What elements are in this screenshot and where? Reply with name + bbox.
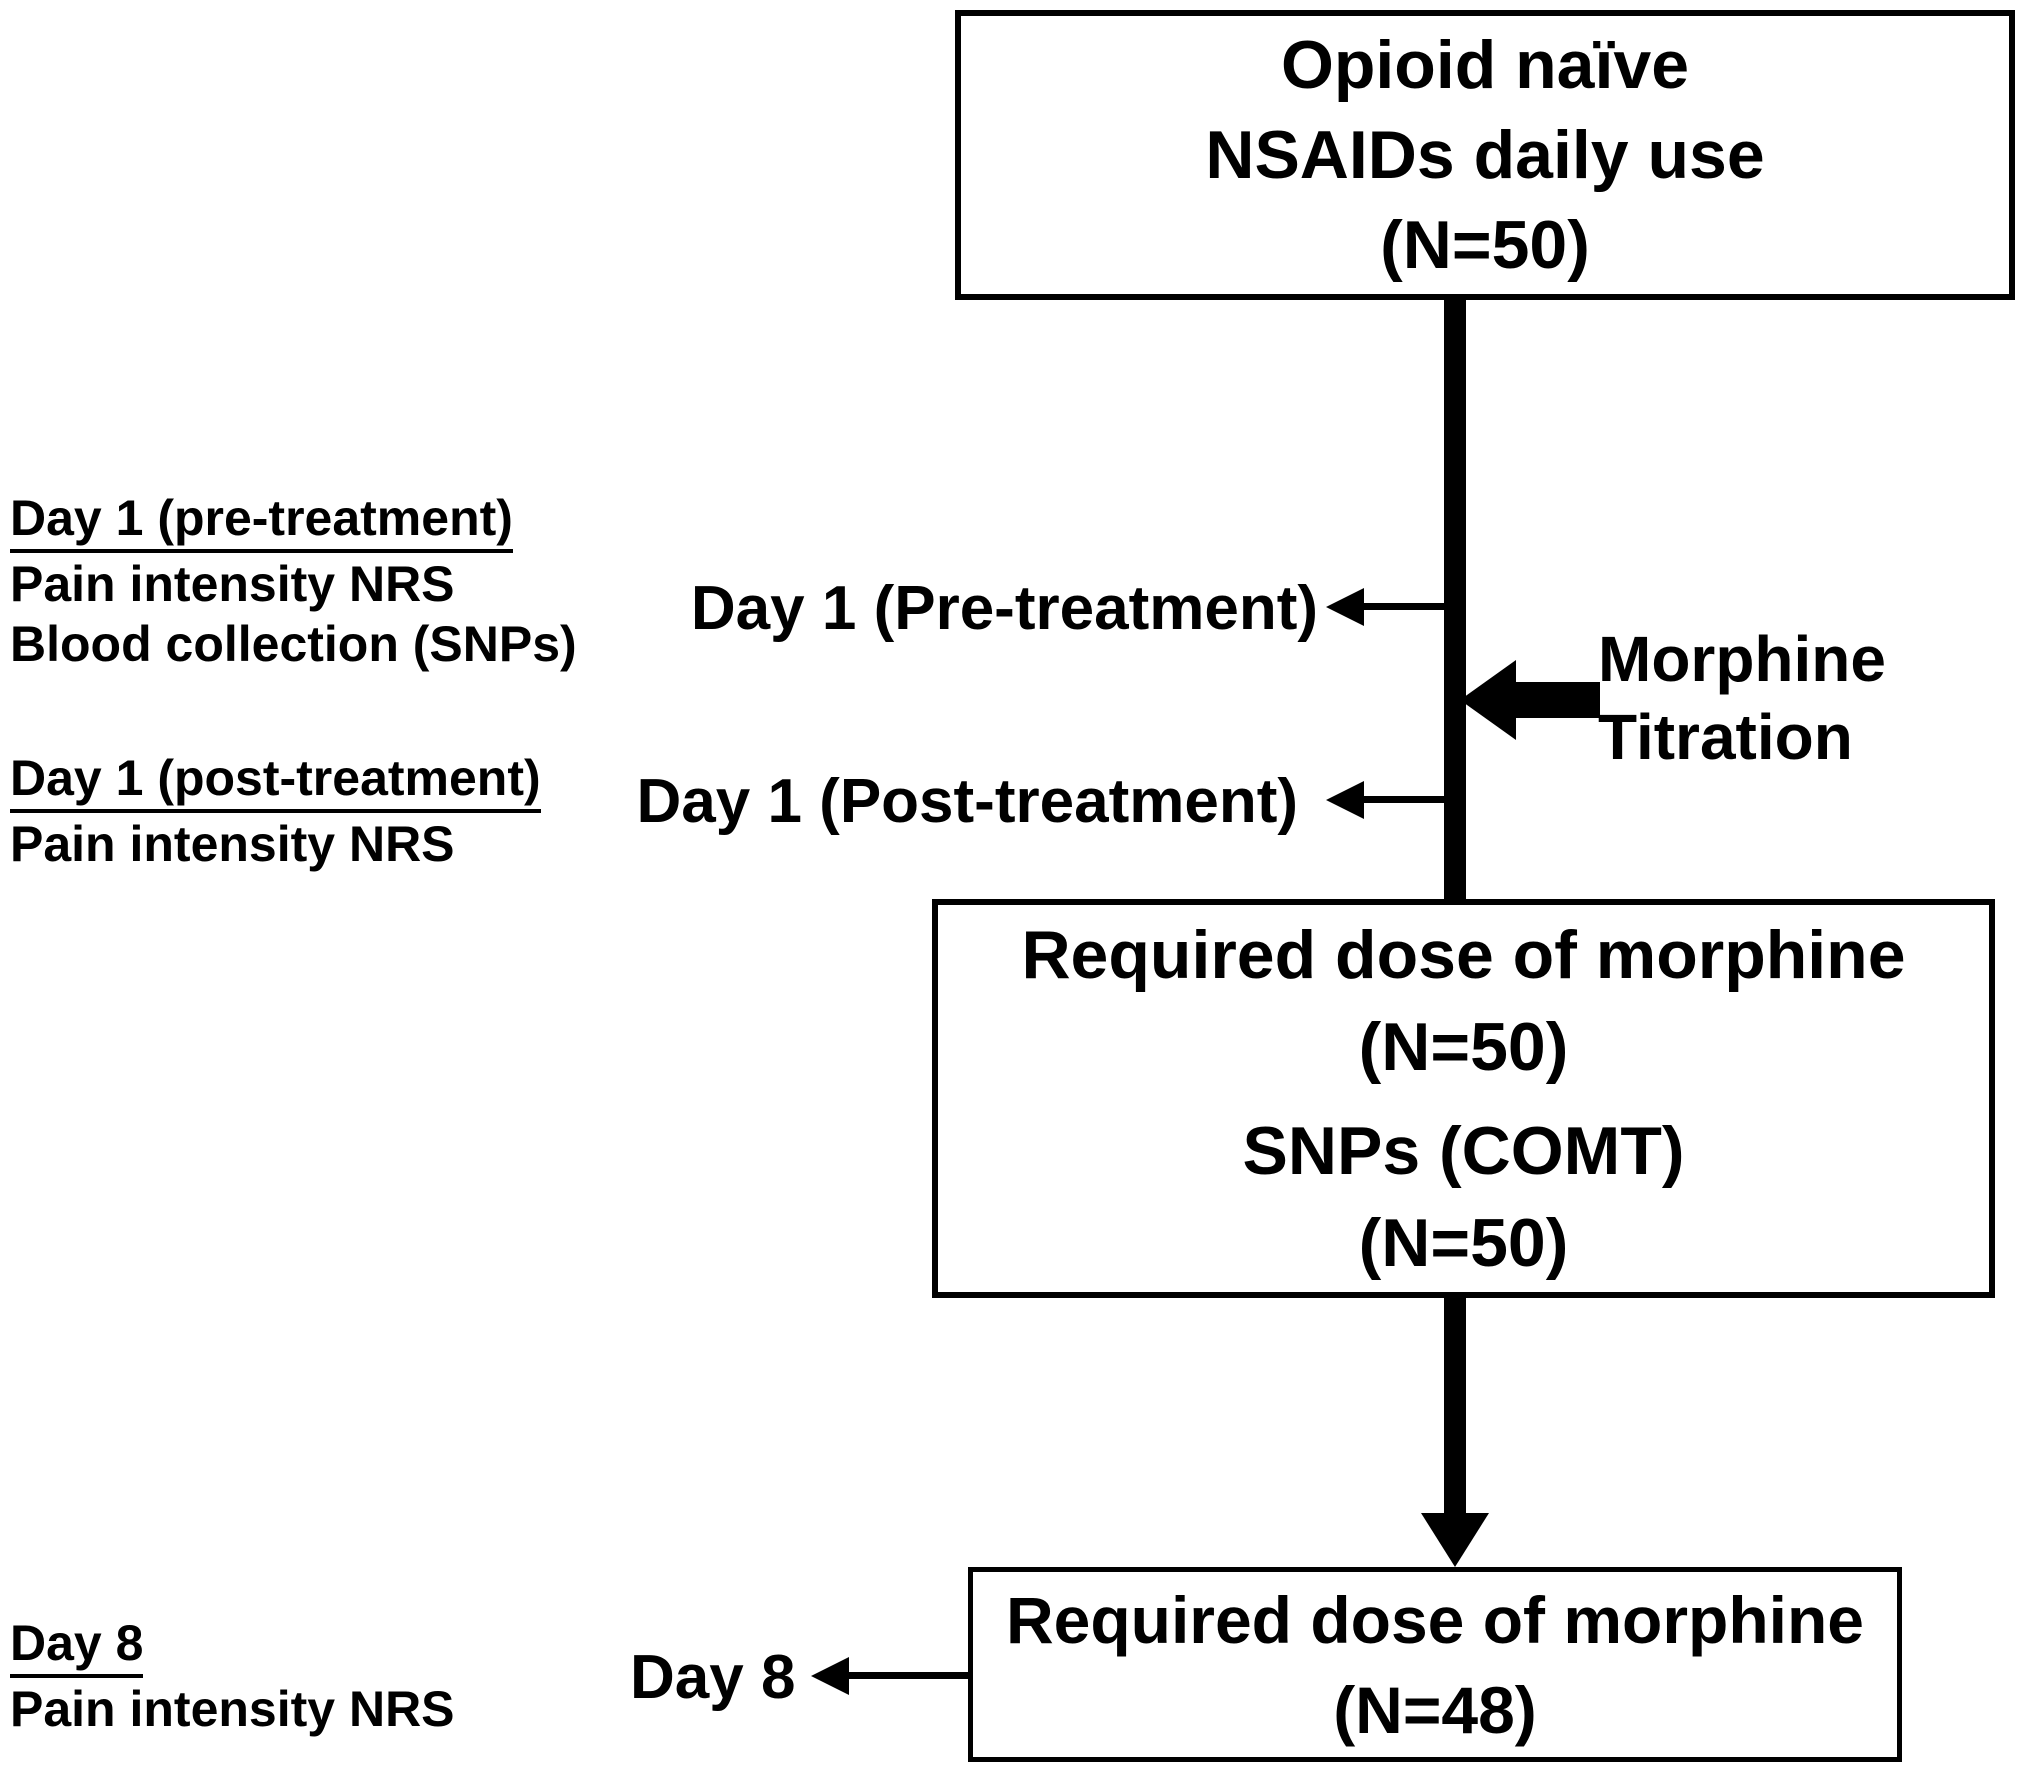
day8-label: Day 8 — [630, 1643, 796, 1712]
enrollment-box-text: Opioid naïve NSAIDs daily use (N=50) — [1205, 27, 1765, 283]
post-treatment-annotation-line: Pain intensity NRS — [10, 816, 455, 872]
pre-treatment-arrow-shaft — [1360, 603, 1445, 610]
day8-arrow-left-icon — [811, 1657, 849, 1695]
day8-arrow-shaft — [845, 1672, 968, 1679]
flow-line-upper-segment — [1444, 298, 1466, 899]
post-treatment-arrow-shaft — [1360, 796, 1445, 803]
pre-treatment-label: Day 1 (Pre-treatment) — [690, 574, 1318, 643]
pre-treatment-arrow-left-icon — [1326, 588, 1364, 626]
day8-annotation-line: Pain intensity NRS — [10, 1681, 455, 1737]
day8-annotation-heading: Day 8 — [10, 1613, 455, 1678]
post-treatment-label: Day 1 (Post-treatment) — [636, 767, 1298, 836]
titration-outcome-dose-text: Required dose of morphine (N=50) — [1021, 916, 1906, 1085]
post-treatment-annotation: Day 1 (post-treatment) Pain intensity NR… — [10, 748, 541, 874]
morphine-titration-arrow-shaft — [1516, 682, 1600, 718]
pre-treatment-annotation-line: Blood collection (SNPs) — [10, 616, 577, 672]
post-treatment-annotation-heading: Day 1 (post-treatment) — [10, 748, 541, 813]
day8-outcome-box-text: Required dose of morphine (N=48) — [1005, 1582, 1865, 1747]
morphine-titration-arrow-left-icon — [1460, 660, 1516, 740]
day8-outcome-box: Required dose of morphine (N=48) — [968, 1567, 1902, 1762]
pre-treatment-annotation: Day 1 (pre-treatment) Pain intensity NRS… — [10, 488, 577, 674]
titration-outcome-snps-text: SNPs (COMT) (N=50) — [1242, 1112, 1685, 1281]
day8-annotation: Day 8 Pain intensity NRS — [10, 1613, 455, 1739]
titration-outcome-box: Required dose of morphine (N=50) SNPs (C… — [932, 899, 1995, 1298]
morphine-titration-label: Morphine Titration — [1598, 623, 1886, 773]
enrollment-box: Opioid naïve NSAIDs daily use (N=50) — [955, 10, 2015, 300]
post-treatment-arrow-left-icon — [1326, 781, 1364, 819]
flow-arrow-down-icon — [1421, 1513, 1489, 1567]
pre-treatment-annotation-heading: Day 1 (pre-treatment) — [10, 488, 577, 553]
flow-line-lower-segment — [1444, 1298, 1466, 1518]
pre-treatment-annotation-line: Pain intensity NRS — [10, 556, 455, 612]
